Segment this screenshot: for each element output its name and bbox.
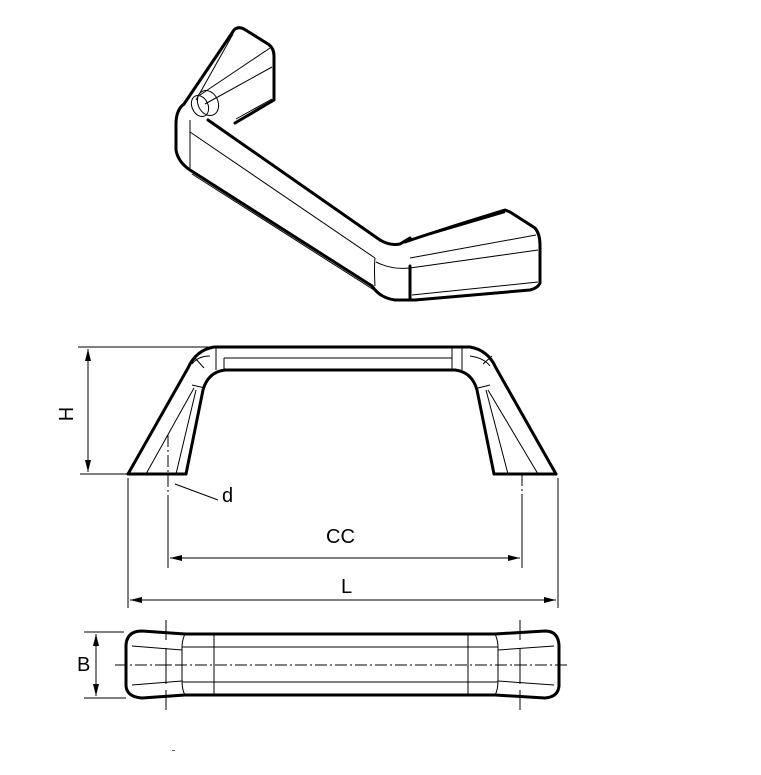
- top-view: [84, 620, 568, 710]
- stray-mark: [172, 750, 175, 751]
- length-dimensions: [127, 478, 559, 608]
- height-label: H: [56, 406, 79, 422]
- hole-diameter-label: d: [222, 485, 234, 507]
- isometric-view: [174, 26, 542, 302]
- length-label: L: [341, 576, 353, 598]
- center-distance-label: CC: [326, 526, 355, 548]
- front-view: [78, 345, 558, 501]
- width-label: B: [77, 654, 91, 676]
